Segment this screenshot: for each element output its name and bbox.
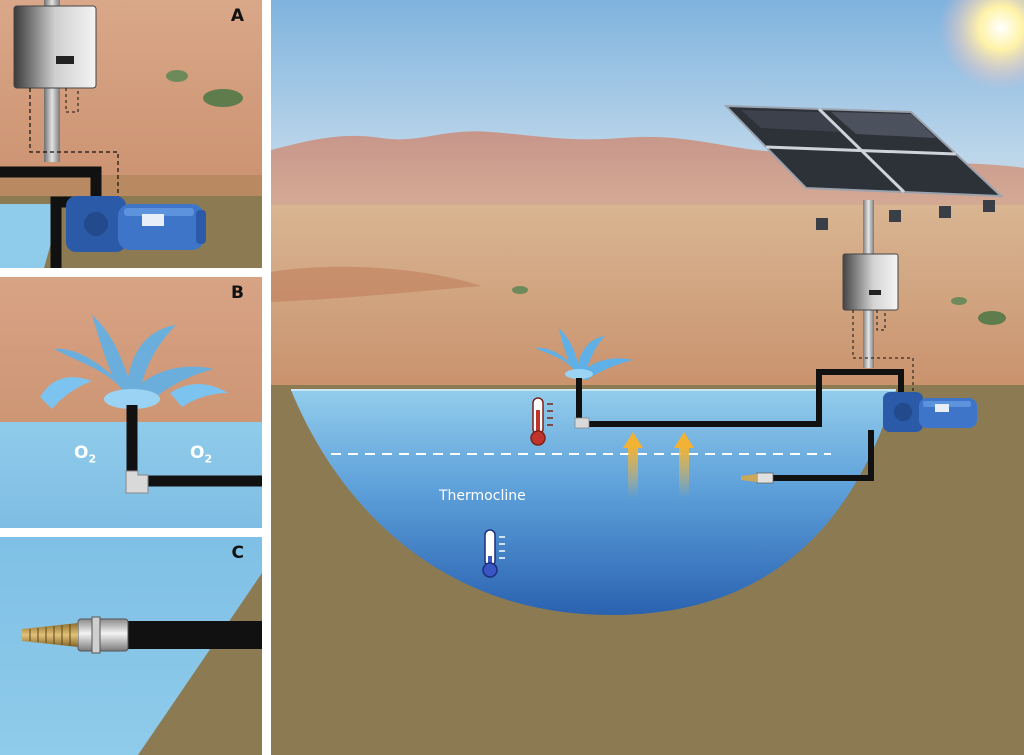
- pipe: [126, 621, 262, 649]
- shrub: [951, 297, 967, 305]
- controller-box-icon: [13, 5, 97, 89]
- pipe: [576, 369, 904, 427]
- panel-b-fountain-closeup: O2 O2 B: [0, 277, 262, 528]
- shrub: [166, 70, 188, 82]
- thermometer-cold-icon: [482, 529, 505, 578]
- panel-c-illustration: [0, 537, 262, 755]
- panel-a-illustration: [0, 0, 262, 268]
- distant-mesas: [271, 131, 1024, 220]
- thermocline-label: Thermocline: [439, 488, 526, 504]
- fountain-icon: [40, 315, 228, 409]
- oxygen-label: O2: [74, 443, 97, 466]
- pump-icon: [883, 392, 977, 432]
- sun-icon: [939, 0, 1024, 90]
- panel-a-pump-closeup: A: [0, 0, 262, 268]
- shrub: [512, 286, 528, 294]
- intake-nozzle-icon: [22, 616, 129, 654]
- solar-panel-icon: [723, 104, 1004, 230]
- pipe: [771, 430, 874, 481]
- thermometer-warm-icon: [530, 397, 553, 446]
- main-system-diagram: Thermocline: [271, 0, 1024, 755]
- panel-label-b: B: [231, 283, 244, 303]
- up-arrow-icon: [623, 432, 643, 498]
- fountain-icon: [535, 328, 633, 380]
- controller-box-icon: [842, 253, 899, 311]
- up-arrow-icon: [674, 432, 694, 498]
- dashed-wire: [852, 310, 914, 392]
- elbow-fitting: [574, 417, 590, 429]
- oxygen-label: O2: [190, 443, 213, 466]
- panel-b-illustration: [0, 277, 262, 528]
- main-illustration: [271, 0, 1024, 755]
- intake-nozzle-icon: [741, 472, 774, 484]
- dashed-wire: [29, 88, 119, 210]
- shrub: [978, 311, 1006, 325]
- elbow-fitting: [125, 470, 149, 494]
- panel-label-c: C: [231, 543, 244, 563]
- shrub: [203, 89, 243, 107]
- panel-c-intake-closeup: C: [0, 537, 262, 755]
- pond: [291, 390, 896, 615]
- panel-label-a: A: [230, 6, 244, 26]
- pump-icon: [66, 196, 206, 252]
